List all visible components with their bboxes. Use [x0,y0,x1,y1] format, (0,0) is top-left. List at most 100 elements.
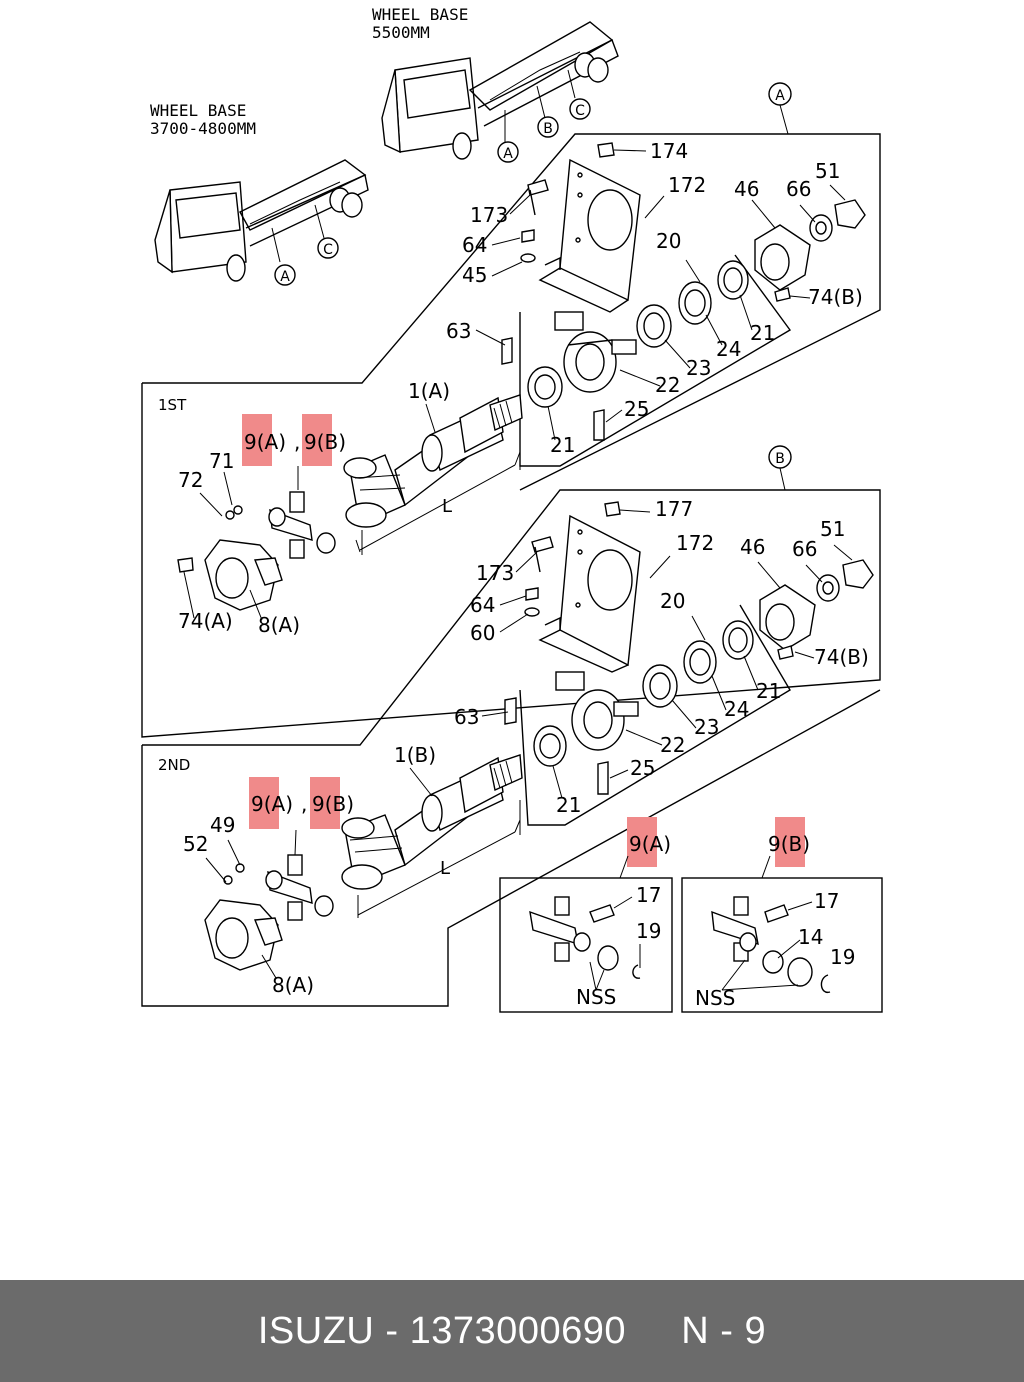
wheelbase-long-line2: 5500MM [372,23,430,42]
wheelbase-short-line2: 3700-4800MM [150,119,256,138]
ujoint-detail-a [529,896,641,979]
center-bearing-bracket-1 [538,158,641,313]
label-9b-3: 9(B) [768,832,810,856]
label-21-c: 21 [756,679,781,703]
bearing-panel-2 [519,604,791,826]
propeller-shaft-1 [343,394,523,528]
length-label-2: L [440,858,450,879]
label-8a-1: 8(A) [258,613,300,637]
center-bearing-bracket-2 [538,514,641,673]
length-dimension-1 [355,440,521,555]
callout-a-1: A [503,146,513,162]
highlight-9a-2 [249,777,279,829]
parts-diagram: WHEEL BASE 5500MM WHEEL BASE 3700-4800MM… [141,5,883,1013]
leader-lines [183,149,853,991]
label-1a: 1(A) [408,379,450,403]
highlight-9b-3 [775,817,805,867]
label-17-b: 17 [814,889,839,913]
label-64-a: 64 [462,233,487,257]
label-45: 45 [462,263,487,287]
truck-short-wheelbase [154,159,369,282]
label-22-a: 22 [655,373,680,397]
bearing-rings-2 [533,620,754,767]
label-71: 71 [209,449,234,473]
universal-joint-2 [265,854,334,921]
label-1b: 1(B) [394,743,436,767]
callout-b-1: B [543,121,553,137]
section-first-label: 1ST [158,396,187,414]
label-52: 52 [183,832,208,856]
wheelbase-long-line1: WHEEL BASE [372,5,468,24]
callout-a-detail: A [775,88,785,104]
callout-c-1: C [575,103,585,119]
callout-a-2: A [280,269,290,285]
first-upper-frame [142,133,881,491]
label-24-b: 24 [724,697,749,721]
first-section-frame [141,383,881,738]
second-section-frame [141,689,881,1007]
companion-flange-1 [754,199,866,291]
label-9a-1: 9(A) [244,430,286,454]
label-9b-1: 9(B) [304,430,346,454]
label-19-a: 19 [636,919,661,943]
label-comma-1: , [294,430,300,454]
bearing-cushion-1 [554,311,637,393]
label-172-b: 172 [676,531,714,555]
label-51-b: 51 [820,517,845,541]
length-dimension-2 [357,800,521,918]
label-66-a: 66 [786,177,811,201]
bearing-cushion-2 [555,671,639,751]
section-second-label: 2ND [158,756,190,774]
label-22-b: 22 [660,733,685,757]
label-63-b: 63 [454,705,479,729]
highlight-9a-1 [242,414,272,466]
label-25-b: 25 [630,756,655,780]
highlight-9b-2 [310,777,340,829]
label-72: 72 [178,468,203,492]
label-20-a: 20 [656,229,681,253]
yoke-flange-1 [177,505,283,611]
highlight-9a-3 [627,817,657,867]
second-upper-frame [142,489,785,746]
bolts-nuts-2 [504,501,794,795]
companion-flange-2 [759,559,874,651]
label-46-b: 46 [740,535,765,559]
ujoint-detail-b [711,896,831,993]
label-66-b: 66 [792,537,817,561]
label-174: 174 [650,139,688,163]
bolts-nuts-1 [501,142,791,441]
ujoint-detail-b-box [681,877,883,1013]
label-60: 60 [470,621,495,645]
label-173-a: 173 [470,203,508,227]
label-9b-2: 9(B) [312,792,354,816]
label-172-a: 172 [668,173,706,197]
label-74b-a: 74(B) [808,285,863,309]
label-64-b: 64 [470,593,495,617]
label-173-b: 173 [476,561,514,585]
label-17-a: 17 [636,883,661,907]
bearing-rings-1 [527,260,749,408]
label-comma-2: , [301,792,307,816]
universal-joint-1 [268,491,336,559]
label-49: 49 [210,813,235,837]
label-46-a: 46 [734,177,759,201]
callout-b-detail: B [775,451,785,467]
label-19-b: 19 [830,945,855,969]
callout-circles [274,82,792,469]
label-21-d: 21 [556,793,581,817]
footer-part-number: ISUZU - 1373000690 N - 9 [257,1309,767,1352]
label-74a: 74(A) [178,609,233,633]
footer-bar: ISUZU - 1373000690 N - 9 [0,1280,1024,1382]
label-9a-3: 9(A) [629,832,671,856]
label-23-a: 23 [686,356,711,380]
highlight-9b-1 [302,414,332,466]
label-63-a: 63 [446,319,471,343]
wheelbase-short-line1: WHEEL BASE [150,101,246,120]
label-74b-b: 74(B) [814,645,869,669]
label-14: 14 [798,925,823,949]
ujoint-detail-a-box [499,877,673,1013]
label-51-a: 51 [815,159,840,183]
label-20-b: 20 [660,589,685,613]
callout-c-2: C [323,242,333,258]
propeller-shaft-2 [341,754,523,890]
